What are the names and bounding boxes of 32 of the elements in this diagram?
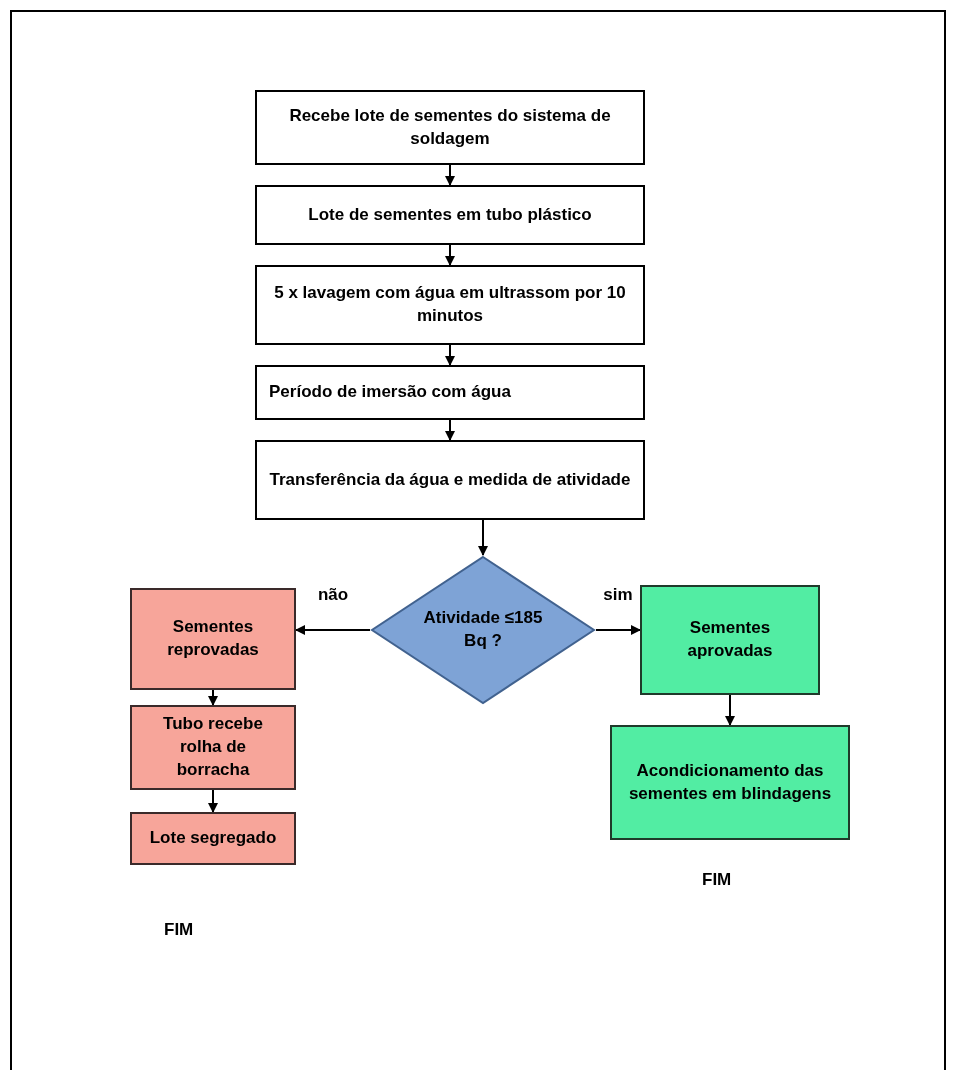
arrow xyxy=(725,694,735,726)
arrow xyxy=(595,625,641,635)
arrow xyxy=(208,789,218,813)
node-text: Sementes aprovadas xyxy=(686,617,774,662)
process-box xyxy=(255,185,645,245)
node-text: Tubo recebe rolha de borracha xyxy=(162,713,264,781)
process-box xyxy=(255,90,645,165)
arrow xyxy=(478,519,488,556)
node-text: Recebe lote de sementes do sistema de soldagem xyxy=(288,104,612,150)
process-box xyxy=(255,365,645,420)
arrow xyxy=(445,419,455,441)
end-label: FIM xyxy=(164,919,194,941)
process-box xyxy=(130,705,296,790)
node-text: Atividade ≤185 Bq ? xyxy=(422,607,544,652)
arrow xyxy=(445,344,455,366)
process-box xyxy=(255,265,645,345)
decision-diamond xyxy=(370,555,596,705)
process-box xyxy=(640,585,820,695)
node-text: Lote de sementes em tubo plástico xyxy=(308,203,592,226)
arrow xyxy=(445,164,455,186)
process-box xyxy=(255,440,645,520)
node-text: Acondicionamento das sementes em blindagens xyxy=(627,759,833,805)
node-text: Lote segregado xyxy=(149,827,277,850)
end-label: FIM xyxy=(702,869,732,891)
node-text: Transferência da água e medida de atividade xyxy=(269,468,631,491)
arrow xyxy=(295,625,371,635)
node-text: 5 x lavagem com água em ultrassom por 10 minutos xyxy=(273,282,627,327)
arrow xyxy=(445,244,455,266)
node-text: Sementes reprovadas xyxy=(166,616,260,661)
process-box xyxy=(130,588,296,690)
node-text: Período de imersão com água xyxy=(269,381,511,404)
arrow xyxy=(208,689,218,706)
